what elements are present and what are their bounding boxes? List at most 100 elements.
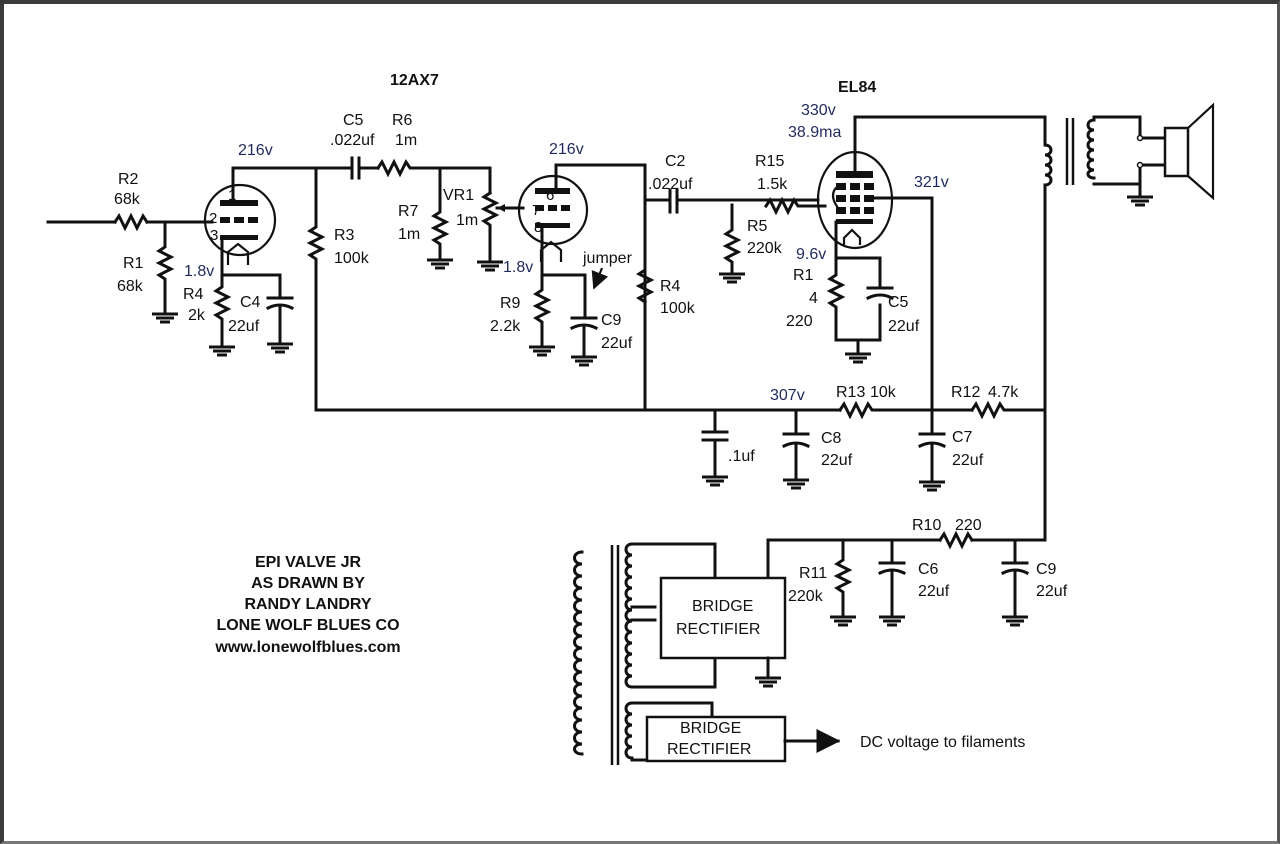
- bridge-rectifier-2: [645, 715, 787, 763]
- jumper-wire: [540, 273, 587, 300]
- supply-wire: [766, 538, 942, 580]
- capacitor-C8: [781, 408, 811, 480]
- capacitor-C6: [877, 538, 907, 617]
- label-R14-value: 220: [786, 313, 813, 330]
- speaker-icon: [1163, 102, 1215, 201]
- filament-note: DC voltage to filaments: [860, 734, 1025, 751]
- label-R10-value: 220: [955, 517, 982, 534]
- label-C2-ref: C2: [665, 153, 686, 170]
- label-R14-ref2: 4: [809, 290, 818, 307]
- label-C9-ref: C9: [601, 312, 622, 329]
- title-line-2: AS DRAWN BY: [251, 575, 365, 592]
- label-C4-ref: C4: [240, 294, 261, 311]
- pin-label: 3: [210, 227, 218, 244]
- label-C6-ref: C6: [918, 561, 939, 578]
- capacitor-0.1uf: [701, 408, 729, 477]
- label-R11-ref: R11: [799, 565, 827, 582]
- jumper-arrow-icon: [591, 267, 609, 290]
- label-C01-value: .1uf: [728, 448, 755, 465]
- label-R12-ref: R12: [951, 384, 980, 401]
- label-R15-value: 1.5k: [757, 176, 788, 193]
- resistor-R12: [969, 400, 1047, 542]
- ground-icon: [475, 260, 505, 272]
- voltage-v2-cathode: 1.8v: [503, 259, 533, 276]
- label-R9-ref: R9: [500, 295, 521, 312]
- title-website[interactable]: www.lonewolfblues.com: [214, 639, 400, 656]
- label-C5-value: .022uf: [330, 132, 375, 149]
- ground-icon: [1125, 195, 1155, 207]
- label-C5b-value: 22uf: [888, 318, 920, 335]
- label-R1-ref: R1: [123, 255, 144, 272]
- label-R4b-ref: R4: [660, 278, 681, 295]
- title-line-4: LONE WOLF BLUES CO: [216, 617, 399, 634]
- label-R7-ref: R7: [398, 203, 419, 220]
- resistor-R13: [837, 400, 974, 420]
- ground-icon: [877, 615, 907, 627]
- b-plus-rail: 307v .1uf C8 22uf R13 10k C7 22uf R12 4.…: [643, 384, 1047, 542]
- ground-icon: [753, 676, 783, 688]
- rectifier2-line2: RECTIFIER: [667, 741, 751, 758]
- voltage-b-plus: 307v: [770, 387, 805, 404]
- tube-12ax7-a: 1 2 3: [203, 183, 277, 265]
- ground-icon: [527, 345, 557, 357]
- resistor-R2: [112, 212, 150, 232]
- label-VR1-value: 1m: [456, 212, 478, 229]
- voltage-v2-plate: 216v: [549, 141, 584, 158]
- coupling-volume: C5 .022uf R6 1m R3 100k R7 1m VR1 1m 12A…: [306, 72, 647, 412]
- label-jumper: jumper: [582, 250, 633, 267]
- wire: [220, 273, 282, 297]
- tube-label-el84: EL84: [838, 79, 876, 96]
- power-supply: BRIDGE RECTIFIER BRIDGE RECTIFIER DC vol…: [573, 517, 1068, 765]
- label-R13-value: 10k: [870, 384, 897, 401]
- label-C6-value: 22uf: [918, 583, 950, 600]
- secondary-wires: [630, 542, 717, 689]
- rectifier2-line1: BRIDGE: [680, 720, 741, 737]
- ground-icon: [700, 475, 730, 487]
- plate-wire: [853, 115, 1047, 173]
- filament-secondary: [624, 701, 634, 760]
- tube-12ax7-b: 6 7 8: [517, 174, 589, 262]
- plate-wire: [554, 163, 647, 412]
- label-R3-ref: R3: [334, 227, 355, 244]
- label-C5b-ref: C5: [888, 294, 909, 311]
- label-C8-value: 22uf: [821, 452, 853, 469]
- ground-icon: [425, 258, 455, 270]
- label-R3-value: 100k: [334, 250, 370, 267]
- rectifier1-line2: RECTIFIER: [676, 621, 760, 638]
- label-R6-ref: R6: [392, 112, 413, 129]
- title-line-3: RANDY LANDRY: [244, 596, 371, 613]
- resistor-R4: [212, 273, 232, 347]
- resistor-R9: [532, 273, 552, 347]
- label-R6-value: 1m: [395, 132, 417, 149]
- pin-label: 6: [546, 187, 554, 204]
- ground-icon: [917, 480, 947, 492]
- label-R5-ref: R5: [747, 218, 768, 235]
- resistor-R4b: [635, 263, 655, 305]
- hv-secondary: [624, 542, 634, 689]
- label-R2-value: 68k: [114, 191, 141, 208]
- label-C7-ref: C7: [952, 429, 973, 446]
- power-transformer-primary: [573, 550, 584, 756]
- label-R5-value: 220k: [747, 240, 783, 257]
- voltage-el84-screen: 321v: [914, 174, 949, 191]
- resistor-R7: [430, 166, 450, 260]
- voltage-v1-cathode: 1.8v: [184, 263, 214, 280]
- second-stage: 6 7 8 216v 1.8v jumper R9 2.2k C9 22uf R…: [490, 141, 820, 412]
- resistor-R6: [375, 158, 492, 195]
- label-VR1-ref: VR1: [443, 187, 474, 204]
- plate-wire: [231, 166, 322, 202]
- label-R11-value: 220k: [788, 588, 824, 605]
- title-line-1: EPI VALVE JR: [255, 554, 362, 571]
- capacitor-C5b: [865, 286, 895, 301]
- capacitor-C4: [265, 296, 295, 344]
- input-stage: 1 2 3 R2 68k R1 68k 1.8v R4 2k C4 22uf 2…: [46, 142, 322, 357]
- capacitor-C7: [917, 432, 947, 482]
- label-R7-value: 1m: [398, 226, 420, 243]
- wire: [834, 256, 882, 287]
- capacitor-C2: [643, 188, 820, 214]
- resistor-R3: [306, 166, 647, 412]
- label-R4-ref: R4: [183, 286, 204, 303]
- resistor-R14: [826, 256, 882, 342]
- resistor-R1: [155, 220, 175, 314]
